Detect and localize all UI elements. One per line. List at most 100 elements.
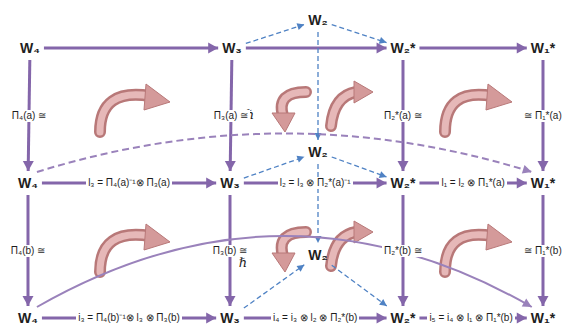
pink-arrow-head xyxy=(272,253,295,272)
arrow-connector xyxy=(244,178,387,189)
straight-connector xyxy=(244,157,304,178)
space-name: W₃ xyxy=(222,40,242,56)
arrow-head xyxy=(22,296,33,306)
arrow-head xyxy=(379,171,387,178)
arrow-connector xyxy=(332,25,387,44)
arrow-connector xyxy=(419,313,526,324)
arrow-head xyxy=(377,178,387,189)
space-label: W₃ xyxy=(218,173,242,193)
arrow-connector xyxy=(42,178,216,189)
morphism-label: i₄ = i₃ ⊗ l₂ ⊗ Π₂*(b) xyxy=(271,312,359,324)
arrow-head xyxy=(517,178,527,189)
arrow-head xyxy=(23,161,34,171)
space-name: W₃ xyxy=(220,175,240,191)
arrow-connector xyxy=(332,157,387,178)
space-name: W₃ xyxy=(220,310,240,326)
arrow-head xyxy=(379,37,387,44)
straight-connector xyxy=(317,164,318,243)
space-label: W₂ xyxy=(306,10,329,30)
arrow-connector xyxy=(315,32,322,140)
arrow-connector xyxy=(42,313,216,324)
space-name: W₄ xyxy=(20,40,40,56)
space-name: W₂* xyxy=(391,175,416,191)
space-label: W₂* xyxy=(389,308,418,328)
arrow-connector xyxy=(332,265,387,306)
curved-connector xyxy=(37,236,532,307)
space-name: W₂ xyxy=(308,247,327,263)
space-label: W₁* xyxy=(529,308,557,328)
straight-connector xyxy=(317,32,318,140)
pink-arrow-head xyxy=(144,224,170,250)
space-label: W₁* xyxy=(529,38,557,58)
space-name: W₂ xyxy=(308,144,327,160)
arrow-connector xyxy=(244,156,304,178)
pink-arrow-head xyxy=(354,221,373,243)
straight-connector xyxy=(44,47,218,50)
planck-symbol: ℏ xyxy=(239,255,247,270)
arrow-head xyxy=(397,161,408,171)
space-name: W₁* xyxy=(531,175,555,191)
space-name: W₄ xyxy=(18,175,38,191)
morphism-label: Π₃(a) ≅ xyxy=(212,110,250,122)
space-name: W₂* xyxy=(391,40,416,56)
arrow-head xyxy=(537,161,548,171)
space-label: W₃ xyxy=(220,38,244,58)
arrow-connector xyxy=(419,178,526,189)
arrow-head xyxy=(522,165,532,174)
arrow-head xyxy=(206,178,216,189)
straight-connector xyxy=(332,25,387,43)
space-label: W₄ xyxy=(16,173,40,193)
straight-connector xyxy=(332,157,387,177)
space-name: W₂ xyxy=(308,12,327,28)
pink-arrow xyxy=(445,235,492,272)
arrow-connector xyxy=(419,43,526,54)
space-name: W₁* xyxy=(531,310,555,326)
pink-arrow-head xyxy=(486,224,512,250)
space-name: W₁* xyxy=(531,40,555,56)
morphism-label: Π₂*(b) ≅ xyxy=(382,245,424,257)
arrow-head xyxy=(225,296,236,306)
straight-connector xyxy=(419,47,526,50)
pink-arrow xyxy=(331,92,356,126)
straight-connector xyxy=(244,265,304,308)
pink-arrow-head xyxy=(354,81,373,103)
morphism-label: ≅ Π₁*(a) xyxy=(522,110,564,122)
arrow-head xyxy=(297,23,305,30)
morphism-label: l₂ = l₃ ⊗ Π₂*(a)⁻¹ xyxy=(278,177,353,189)
space-label: W₂ xyxy=(306,245,329,265)
arrow-head xyxy=(517,43,527,54)
arrow-head xyxy=(208,43,218,54)
arrow-connector xyxy=(37,236,532,307)
morphism-label: Π₄(b) ≅ xyxy=(9,245,47,257)
pink-arrow xyxy=(100,95,150,132)
pink-arrow xyxy=(445,95,492,132)
arrow-head xyxy=(517,313,527,324)
arrow-connector xyxy=(246,43,387,54)
arrow-head xyxy=(522,299,532,307)
arrow-connector xyxy=(246,23,304,43)
morphism-label: l₃ = Π₄(a)⁻¹⊗ Π₃(a) xyxy=(86,177,172,189)
straight-connector xyxy=(332,265,387,306)
arrow-head xyxy=(297,265,305,272)
space-label: W₂* xyxy=(389,38,418,58)
morphism-label: Π₄(a) ≅ xyxy=(10,110,48,122)
arrow-head xyxy=(397,296,408,306)
morphism-label: Π₃(b) ≅ xyxy=(211,245,249,257)
morphism-label: Π₂*(a) ≅ xyxy=(382,110,424,122)
space-label: W₂ xyxy=(306,142,329,162)
morphism-label: ≅ Π₁*(b) xyxy=(522,245,564,257)
arrow-head xyxy=(377,43,387,54)
space-label: W₃ xyxy=(218,308,242,328)
space-label: W₄ xyxy=(16,308,40,328)
arrow-connector xyxy=(315,164,322,243)
pink-arrow xyxy=(331,232,356,266)
morphism-label: l₁ = l₂ ⊗ Π₁*(a) xyxy=(439,177,506,189)
straight-connector xyxy=(246,47,387,50)
space-label: W₄ xyxy=(18,38,42,58)
arrow-connector xyxy=(244,265,304,308)
arrow-head xyxy=(379,299,387,306)
space-name: W₄ xyxy=(18,310,38,326)
arrow-head xyxy=(297,156,305,163)
